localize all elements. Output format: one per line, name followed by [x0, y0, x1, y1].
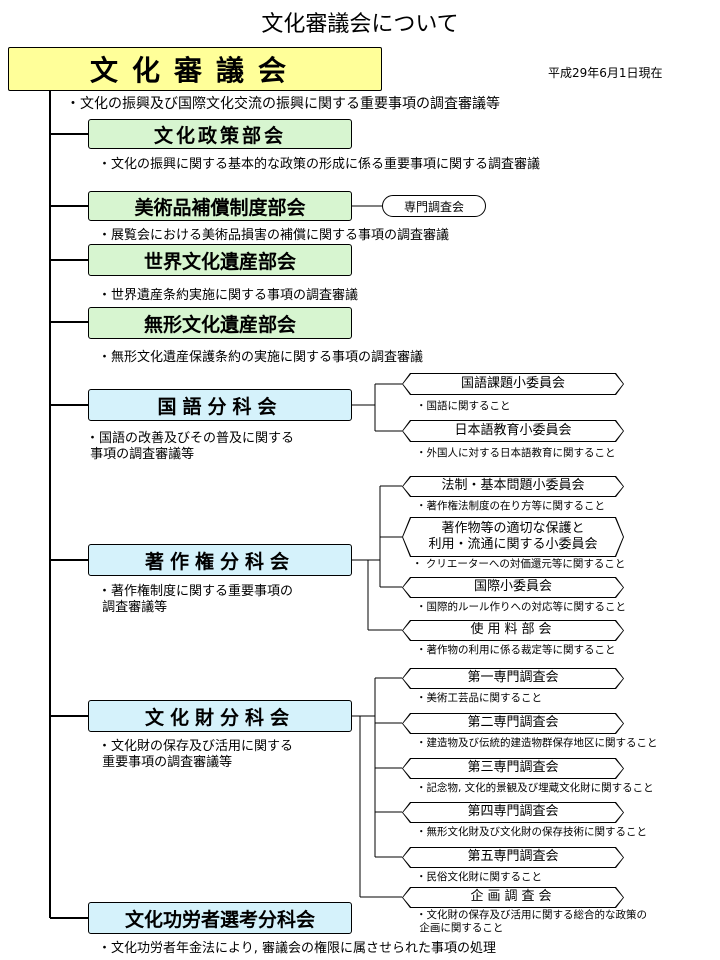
sub-committee-label: 国語課題小委員会 — [403, 374, 623, 394]
sub-committee-label: 第四専門調査会 — [403, 803, 623, 822]
bukai-box-sekai-isan: 世界文化遺産部会 — [88, 244, 352, 276]
sub-committee-desc: ・建造物及び伝統的建造物群保存地区に関すること — [416, 737, 658, 749]
root-council-box: 文化審議会 — [8, 47, 382, 91]
expert-committee-2: 第二専門調査会 — [402, 713, 624, 734]
planning-committee: 企画調査会 — [402, 887, 624, 908]
root-council-desc: ・文化の振興及び国際文化交流の振興に関する重要事項の調査審議等 — [66, 96, 500, 112]
sub-committee-label: 企画調査会 — [403, 888, 623, 907]
sub-committee-label: 第五専門調査会 — [403, 848, 623, 867]
sub-committee-desc: ・記念物, 文化的景観及び埋蔵文化財に関すること — [416, 782, 654, 794]
sub-committee-desc: ・著作物の利用に係る裁定等に関すること — [416, 644, 616, 656]
expert-committee-pill: 専門調査会 — [382, 195, 486, 217]
as-of-date: 平成29年6月1日現在 — [548, 66, 663, 80]
sub-committee-desc: ・文化財の保存及び活用に関する総合的な政策の 企画に関すること — [416, 909, 647, 934]
sub-committee-desc: ・無形文化財及び文化財の保存技術に関すること — [416, 826, 647, 838]
sub-committee-label: 国際小委員会 — [403, 578, 623, 597]
bunkakai-desc-chosakuken: ・著作権制度に関する重要事項の 調査審議等 — [98, 584, 294, 615]
page-title: 文化審議会について — [261, 12, 459, 37]
sub-committee-shiyoryo: 使用料部会 — [402, 620, 624, 641]
bukai-box-mukei-isan: 無形文化遺産部会 — [88, 307, 352, 339]
bukai-desc-sekai-isan: ・世界遺産条約実施に関する事項の調査審議 — [98, 288, 359, 303]
expert-committee-5: 第五専門調査会 — [402, 847, 624, 868]
bunkakai-box-korosha: 文化功労者選考分科会 — [88, 902, 352, 934]
bunkakai-desc-bunkazai: ・文化財の保存及び活用に関する 重要事項の調査審議等 — [98, 739, 294, 770]
bunkakai-box-kokugo: 国語分科会 — [88, 389, 352, 421]
bukai-box-bunka-seisaku: 文化政策部会 — [88, 119, 352, 149]
sub-committee-hosei: 法制・基本問題小委員会 — [402, 476, 624, 497]
expert-committee-3: 第三専門調査会 — [402, 758, 624, 779]
sub-committee-tekisetsu-hogo: 著作物等の適切な保護と 利用・流通に関する小委員会 — [402, 517, 624, 557]
sub-committee-kokusai: 国際小委員会 — [402, 577, 624, 598]
sub-committee-label: 第三専門調査会 — [403, 759, 623, 778]
bunkakai-box-chosakuken: 著作権分科会 — [88, 544, 352, 576]
sub-committee-desc: ・国語に関すること — [416, 400, 511, 412]
sub-committee-label: 著作物等の適切な保護と 利用・流通に関する小委員会 — [403, 518, 623, 556]
sub-committee-desc: ・国際的ルール作りへの対応等に関すること — [416, 601, 626, 613]
bukai-box-bijutsuhin: 美術品補償制度部会 — [88, 191, 352, 221]
sub-committee-nihongo-kyoiku: 日本語教育小委員会 — [402, 420, 624, 442]
sub-committee-desc: ・美術工芸品に関すること — [416, 692, 542, 704]
bukai-desc-mukei-isan: ・無形文化遺産保護条約の実施に関する事項の調査審議 — [98, 350, 424, 365]
bunkakai-desc-korosha: ・文化功労者年金法により, 審議会の権限に属させられた事項の処理 — [98, 941, 497, 956]
bukai-desc-bijutsuhin: ・展覧会における美術品損害の補償に関する事項の調査審議 — [98, 228, 450, 243]
sub-committee-kokugo-kadai: 国語課題小委員会 — [402, 373, 624, 395]
sub-committee-label: 日本語教育小委員会 — [403, 421, 623, 441]
bunkakai-box-bunkazai: 文化財分科会 — [88, 700, 352, 732]
expert-committee-1: 第一専門調査会 — [402, 668, 624, 689]
bunkakai-desc-kokugo: ・国語の改善及びその普及に関する 事項の調査審議等 — [86, 431, 295, 462]
sub-committee-label: 第二専門調査会 — [403, 714, 623, 733]
sub-committee-label: 第一専門調査会 — [403, 669, 623, 688]
bukai-desc-bunka-seisaku: ・文化の振興に関する基本的な政策の形成に係る重要事項に関する調査審議 — [98, 157, 541, 172]
sub-committee-desc: ・ クリエーターへの対価還元等に関すること — [412, 558, 626, 570]
sub-committee-desc: ・民俗文化財に関すること — [416, 871, 542, 883]
sub-committee-label: 法制・基本問題小委員会 — [403, 477, 623, 496]
sub-committee-label: 使用料部会 — [403, 621, 623, 640]
expert-committee-4: 第四専門調査会 — [402, 802, 624, 823]
sub-committee-desc: ・外国人に対する日本語教育に関すること — [416, 447, 616, 459]
sub-committee-desc: ・著作権法制度の在り方等に関すること — [416, 500, 605, 512]
